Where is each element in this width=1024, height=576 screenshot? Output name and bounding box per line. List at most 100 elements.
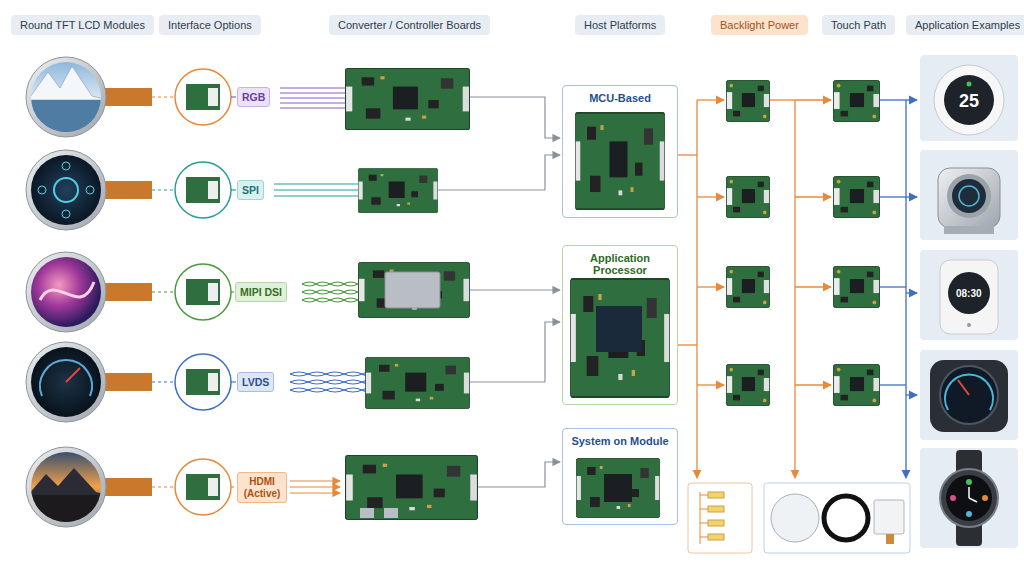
spi-bus xyxy=(231,189,236,190)
connector-callout xyxy=(175,354,231,410)
touch-path xyxy=(906,196,917,197)
connector-callout xyxy=(208,283,218,301)
converter-board xyxy=(346,69,470,130)
backlight-path xyxy=(678,154,697,155)
connector-callout xyxy=(186,279,220,305)
spi-bus xyxy=(274,195,358,196)
backlight-path xyxy=(795,196,831,197)
touch-overlay-panel xyxy=(764,483,910,553)
host-board xyxy=(576,459,659,518)
thermostat xyxy=(934,65,1004,135)
header-text: Host Platforms xyxy=(584,19,656,31)
touch-overlay-panel xyxy=(886,534,894,544)
host-link xyxy=(438,97,560,487)
hdmi-link xyxy=(290,486,340,487)
connector-callout xyxy=(208,181,218,199)
dashboard-gauge xyxy=(958,380,969,395)
driver-board xyxy=(833,266,879,307)
smartwatch xyxy=(946,475,992,521)
host-board xyxy=(596,306,642,352)
touch-path xyxy=(906,292,917,293)
round-display xyxy=(28,66,108,100)
round-display xyxy=(31,257,101,327)
backlight-path xyxy=(697,196,724,197)
interface-name: HDMI (Active) xyxy=(242,476,282,499)
round-display xyxy=(26,342,106,422)
touch-overlay-panel xyxy=(771,494,819,542)
dashboard-gauge xyxy=(930,360,1008,432)
clock-time: 08:30 xyxy=(956,288,982,299)
lvds-pairs xyxy=(290,372,367,376)
smartwatch xyxy=(940,469,998,527)
mipi-lanes xyxy=(302,282,358,286)
round-display xyxy=(100,478,152,496)
connector-callout xyxy=(175,459,231,515)
rgb-bus xyxy=(280,97,345,98)
smartwatch xyxy=(966,511,972,517)
converter-board xyxy=(346,69,478,520)
application-panel xyxy=(920,55,1018,141)
backlight-path xyxy=(697,99,724,100)
driver-board xyxy=(726,364,769,405)
round-display xyxy=(26,447,152,527)
round-display xyxy=(100,283,152,301)
round-display xyxy=(100,373,152,391)
mipi-lanes xyxy=(302,282,358,286)
lvds-pairs xyxy=(290,380,367,384)
driver-board xyxy=(726,176,769,217)
connector-callout xyxy=(186,84,220,110)
host-link xyxy=(470,289,560,290)
explosion-proof-housing xyxy=(944,226,994,234)
ribbon-link xyxy=(152,291,175,292)
converter-board xyxy=(360,508,374,518)
converter-board xyxy=(346,456,478,520)
round-display xyxy=(28,468,108,495)
header-text: Round TFT LCD Modules xyxy=(20,19,145,31)
led-strip-panel xyxy=(708,492,724,498)
touch-path xyxy=(906,99,917,100)
backlight-path xyxy=(696,100,697,478)
column-header: Backlight Power xyxy=(711,15,808,35)
converter-board xyxy=(358,262,469,317)
led-strip-panel xyxy=(700,523,708,524)
thermostat xyxy=(944,75,994,125)
header-text: Application Examples xyxy=(915,19,1020,31)
host-link xyxy=(470,322,560,382)
round-display xyxy=(26,150,152,230)
round-display xyxy=(31,155,101,225)
desk-clock xyxy=(967,323,971,327)
desk-clock xyxy=(940,260,998,334)
host-platform-box: System on Module xyxy=(562,428,678,525)
interface-name: LVDS xyxy=(242,376,269,388)
thermostat xyxy=(934,65,1004,135)
host-link xyxy=(438,155,560,190)
dashboard-gauge xyxy=(940,366,998,424)
explosion-proof-housing xyxy=(938,168,1000,228)
explosion-proof-housing xyxy=(959,186,979,206)
mipi-lanes xyxy=(302,298,358,302)
converter-board xyxy=(384,508,398,518)
driver-board xyxy=(726,266,769,307)
driver-board xyxy=(726,80,879,405)
column-header: Round TFT LCD Modules xyxy=(11,15,154,35)
round-display xyxy=(38,186,46,194)
host-link xyxy=(470,97,560,138)
led-strip-panel xyxy=(700,495,708,496)
backlight-path xyxy=(795,286,831,287)
smartwatch xyxy=(950,495,956,501)
touch-path xyxy=(880,384,906,385)
converter-board xyxy=(365,357,469,408)
connector-callout xyxy=(186,369,220,395)
spi-bus xyxy=(274,183,358,184)
driver-board xyxy=(833,364,879,405)
touch-path xyxy=(880,196,906,197)
connector-callout xyxy=(208,373,218,391)
ribbon-link xyxy=(152,381,175,382)
spi-bus xyxy=(274,189,358,190)
ribbon-link xyxy=(152,189,175,190)
driver-board xyxy=(726,80,769,121)
backlight-path xyxy=(770,99,795,100)
round-display xyxy=(26,252,106,332)
round-display xyxy=(40,360,92,396)
host-platform-box: MCU-Based xyxy=(562,85,678,218)
